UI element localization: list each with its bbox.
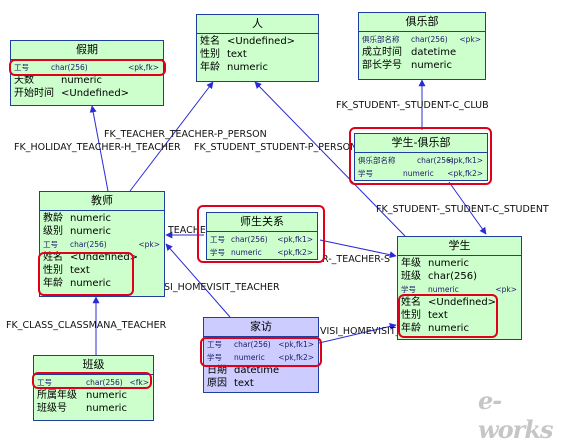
attribute-row: 开始时间<Undefined>: [14, 88, 130, 99]
attribute-row: 姓名<Undefined>: [200, 36, 296, 47]
attribute-row: 姓名<Undefined>: [401, 297, 497, 308]
relationship-label-studentclub-student: FK_STUDENT-_STUDENT-C_STUDENT: [376, 204, 549, 215]
connector-ts-student: [319, 239, 397, 259]
entity-title: 师生关系: [207, 213, 317, 232]
er-diagram: FK_TEACHER_TEACHER-P_PERSON FK_HOLIDAY_T…: [6, 12, 553, 444]
connector-homevisit-student: [318, 323, 397, 344]
attribute-row: 姓名<Undefined>: [43, 252, 139, 263]
watermark-logo: e-works: [478, 386, 553, 444]
entity-title: 假期: [11, 41, 163, 60]
entity-title: 学生-俱乐部: [355, 134, 487, 153]
entity-title: 学生: [398, 237, 521, 256]
relationship-label-class-teacher: FK_CLASS_CLASSMANA_TEACHER: [6, 320, 167, 331]
connector-holiday-teacher: [89, 105, 109, 192]
connector-student-person: [254, 81, 406, 237]
relationship-label-teacher-person: FK_TEACHER_TEACHER-P_PERSON: [104, 129, 267, 140]
entity-title: 班级: [34, 356, 153, 375]
relationship-label-ts-student: R-_TEACHER-S: [322, 254, 390, 265]
relationship-label-student-person: FK_STUDENT_STUDENT-P_PERSON: [194, 142, 358, 153]
entity-title: 俱乐部: [359, 13, 485, 32]
relationship-label-holiday-teacher: FK_HOLIDAY_TEACHER-H_TEACHER: [14, 142, 181, 153]
relationship-label-studentclub-club: FK_STUDENT-_STUDENT-C_CLUB: [336, 100, 489, 111]
relationship-label-homevisit-teacher: SI_HOMEVISIT_TEACHER: [164, 282, 280, 293]
connector-teacher-person: [129, 81, 214, 192]
entity-title: 家访: [204, 318, 318, 337]
entity-title: 人: [197, 15, 318, 34]
relationship-label-homevisit-student: VISI_HOMEVISIT_: [320, 326, 401, 337]
entity-title: 教师: [40, 192, 164, 211]
connector-studentclub-student: [448, 181, 487, 235]
connector-homevisit-teacher: [165, 243, 231, 318]
relationship-label-ts-teacher: TEACHE: [168, 225, 206, 236]
